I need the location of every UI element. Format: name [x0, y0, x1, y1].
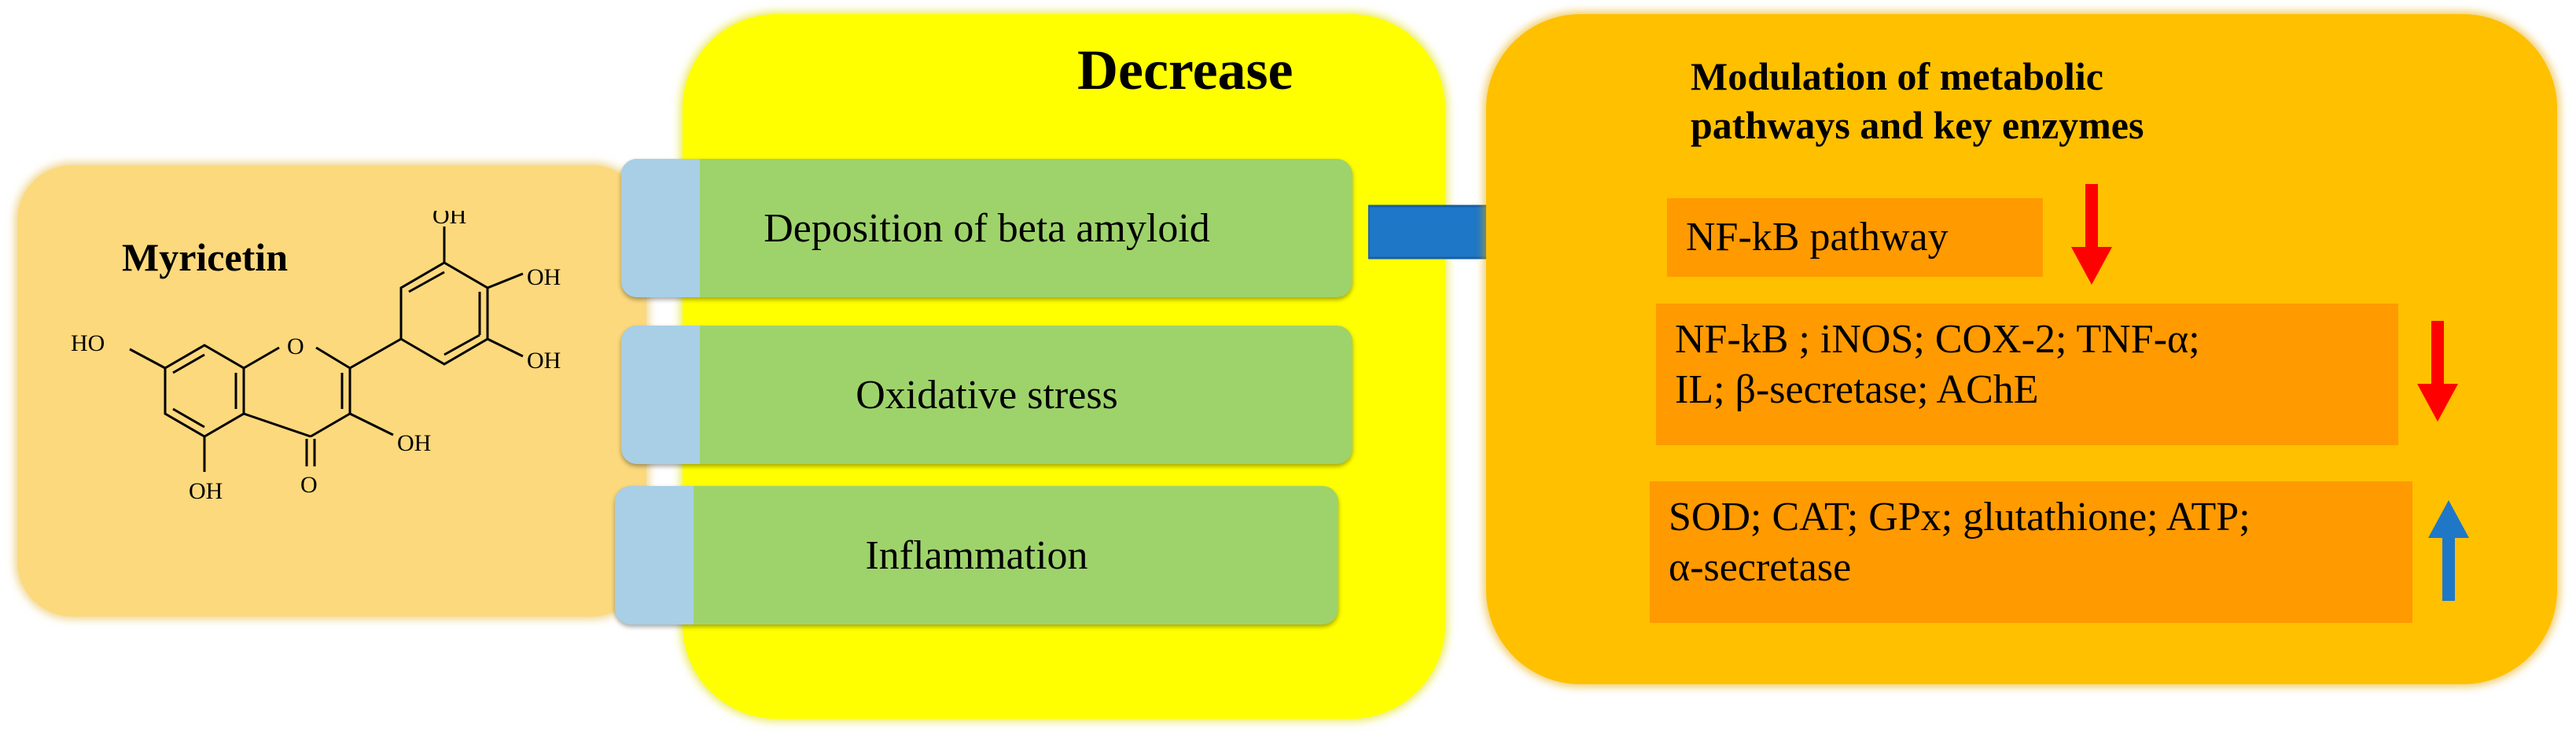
decreased-enzymes-line-1: NF-kB ; iNOS; COX-2; TNF-α; — [1675, 317, 2200, 362]
down-arrow-icon — [2071, 184, 2112, 285]
effect-bar-overlap — [621, 326, 700, 464]
effect-bar-inflammation: Inflammation — [615, 486, 1338, 624]
effect-label-oxidative-stress: Oxidative stress — [856, 372, 1118, 418]
nfkb-pathway-box: NF-kB pathway — [1667, 198, 2043, 277]
up-arrow-icon — [2428, 500, 2469, 601]
oh-label-right-lower: OH — [527, 348, 561, 374]
decreased-enzymes-line-2: IL; β-secretase; AChE — [1675, 367, 2039, 412]
nfkb-pathway-label: NF-kB pathway — [1686, 215, 1949, 260]
myricetin-title: Myricetin — [122, 235, 289, 279]
effect-bar-overlap — [615, 486, 694, 624]
ring-oxygen-label: O — [287, 333, 304, 359]
oh-label-c3: OH — [397, 430, 431, 456]
effect-label-inflammation: Inflammation — [865, 532, 1088, 578]
increased-enzymes-box: SOD; CAT; GPx; glutathione; ATP; α-secre… — [1650, 481, 2412, 623]
oh-label-right-upper: OH — [527, 264, 561, 290]
myricetin-panel — [17, 165, 646, 617]
oh-label-top: OH — [432, 211, 466, 229]
decrease-title: Decrease — [1077, 39, 1294, 101]
modulation-title: Modulation of metabolic pathways and key… — [1691, 52, 2398, 149]
increased-enzymes-line-2: α-secretase — [1669, 545, 1852, 590]
effect-bar-overlap — [621, 159, 700, 297]
myricetin-structure-diagram: OH OH OH HO OH OH O O — [71, 211, 561, 504]
oh-label-bottom: OH — [189, 478, 223, 504]
decreased-enzymes-box: NF-kB ; iNOS; COX-2; TNF-α; IL; β-secret… — [1656, 304, 2398, 445]
effect-bar-oxidative-stress: Oxidative stress — [621, 326, 1352, 464]
modulation-title-line-1: Modulation of metabolic — [1691, 54, 2103, 98]
effect-label-beta-amyloid: Deposition of beta amyloid — [764, 205, 1210, 251]
modulation-title-line-2: pathways and key enzymes — [1691, 103, 2144, 147]
increased-enzymes-line-1: SOD; CAT; GPx; glutathione; ATP; — [1669, 495, 2250, 540]
carbonyl-oxygen-label: O — [300, 472, 318, 498]
ho-label-left: HO — [71, 330, 105, 356]
effect-bar-beta-amyloid: Deposition of beta amyloid — [621, 159, 1352, 297]
down-arrow-icon — [2417, 321, 2458, 422]
